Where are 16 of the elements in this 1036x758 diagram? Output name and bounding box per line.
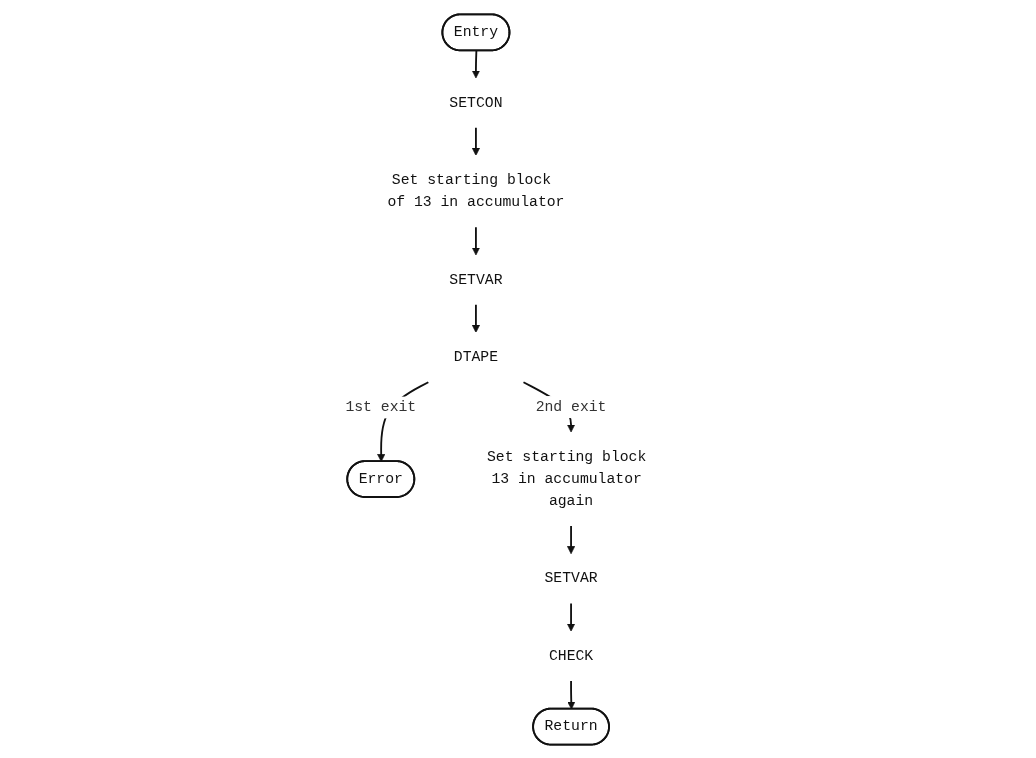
arrow <box>471 303 480 333</box>
node-text: CHECK <box>548 647 594 664</box>
node-text: SETVAR <box>544 569 598 587</box>
arrow <box>566 602 575 632</box>
edge-label: 2nd exit <box>535 398 607 415</box>
arrow <box>567 679 576 709</box>
arrow <box>471 49 480 78</box>
node-text: SETVAR <box>449 271 503 288</box>
edge-label: 1st exit <box>345 398 417 416</box>
node-text: DTAPE <box>453 348 498 366</box>
node-text: Set starting block 13 in accumulator again <box>486 448 647 509</box>
node-text: Set starting block of 13 in accumulator <box>387 171 565 211</box>
node-text: SETCON <box>449 94 503 111</box>
arrow <box>471 225 480 255</box>
arrow <box>471 126 480 156</box>
arrow <box>566 524 575 554</box>
